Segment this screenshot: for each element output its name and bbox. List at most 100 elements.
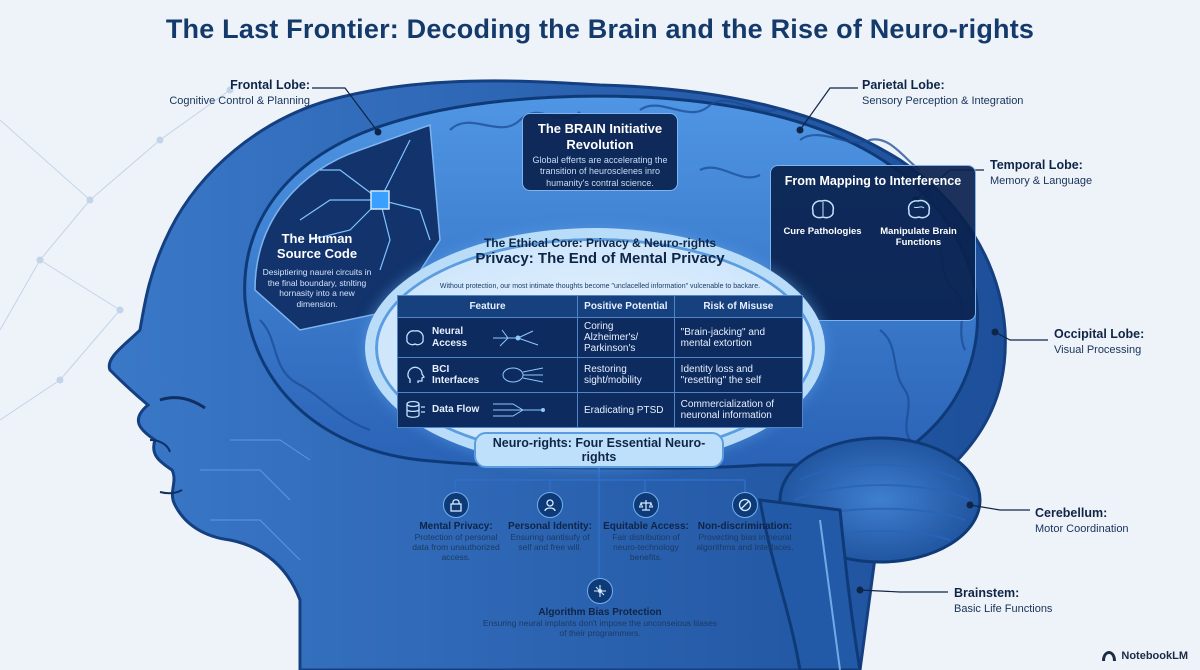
lobe-name: Cerebellum: [1035,506,1108,520]
icon-circle [537,492,563,518]
brain-icon [907,199,930,219]
right-heading: Personal Identity: [508,521,592,532]
lobe-label-temporal: Temporal Lobe: Memory & Language [990,157,1160,189]
lobe-desc: Memory & Language [990,174,1093,187]
icon-circle [633,492,659,518]
interface-icon [502,367,544,383]
panel-heading: The Human Source Code [276,231,358,261]
feature-name: Neural Access [432,326,468,349]
right-equitable-access: Equitable Access: Fair distribution of n… [600,492,692,563]
lobe-desc: Basic Life Functions [954,602,1053,615]
bias-text: Ensuring neural implants don't impose th… [482,618,718,639]
head-profile-icon [407,366,425,383]
feature-cell: Neural Access [397,317,578,358]
algorithm-bias-protection: Algorithm Bias Protection Ensuring neura… [480,578,720,638]
face-circuit [200,439,311,561]
lobe-name: Occipital Lobe: [1054,327,1145,341]
brand-name: NotebookLM [1121,650,1188,662]
ethical-core-title: The Ethical Core: Privacy & Neuro-rights [483,236,717,250]
feature-cell: BCI Interfaces [397,357,578,393]
right-text: Fair distribution of neuro-technology be… [612,532,680,563]
lobe-label-occipital: Occipital Lobe: Visual Processing [1054,326,1194,358]
lobe-desc: Sensory Perception & Integration [862,94,1024,107]
page-title: The Last Frontier: Decoding the Brain an… [165,14,1035,44]
privacy-text: Without protection, our most intimate th… [439,283,761,290]
source-code-panel: The Human Source Code Desiptiering naure… [262,231,372,309]
brain-icon [406,329,424,345]
lobe-desc: Visual Processing [1054,343,1142,356]
right-heading: Non-discrimination: [697,521,793,532]
brain-icon [811,199,834,219]
table-row: Neural Access Coring Alzheimer's/ Parkin… [397,317,804,358]
neuron-icon [493,329,539,346]
positive-cell: Eradicating PTSD [577,392,675,428]
table-header: Positive Potential [577,295,675,318]
table-header: Risk of Misuse [673,295,804,318]
panel-text: Desiptiering naurei circuits in the fina… [262,266,372,309]
lobe-label-frontal: Frontal Lobe: Cognitive Control & Planni… [130,77,310,109]
risk-cell: Identity loss and "resetting" the self [673,357,804,393]
lobe-desc: Motor Coordination [1035,522,1129,535]
chip-icon [370,190,390,210]
positive-cell: Restoring sight/mobility [577,357,675,393]
scales-icon [639,500,653,511]
lobe-name: Parietal Lobe: [862,78,945,92]
right-non-discrimination: Non-discrimination: Provecting bias in n… [695,492,795,552]
lobe-label-brainstem: Brainstem: Basic Life Functions [954,585,1104,617]
nose-line [149,439,171,453]
lobe-desc: Cognitive Control & Planning [169,94,310,107]
notebooklm-logo-icon [1102,651,1117,661]
privacy-heading: Privacy: The End of Mental Privacy [475,250,725,267]
icon-circle [587,578,613,604]
feature-name: BCI Interfaces [432,363,480,387]
bias-heading: Algorithm Bias Protection [538,607,662,618]
circuit-traces [299,139,431,271]
neuro-rights-heading: Neuro-rights: Four Essential Neuro-right… [474,432,724,468]
right-heading: Mental Privacy: [419,521,493,532]
brain-initiative-panel: The BRAIN Initiative Revolution Global e… [522,113,678,191]
mouth-line [159,489,183,495]
lobe-name: Brainstem: [954,586,1020,600]
right-mental-privacy: Mental Privacy: Protection of personal d… [410,492,502,563]
risk-cell: "Brain-jacking" and mental extortion [673,317,804,358]
panel-heading: From Mapping to Interference [784,174,962,188]
lobe-name: Temporal Lobe: [990,158,1083,172]
lock-icon [450,499,462,512]
feature-name: Data Flow [432,404,480,416]
person-icon [544,499,556,512]
table-row: Data Flow Eradicating PTSD Commercializa… [397,392,804,428]
neurotech-table: Feature Positive Potential Risk of Misus… [397,295,804,428]
feature-cell: Data Flow [397,392,578,428]
neuro-rights-connectors [454,468,746,578]
data-flow-icon [493,403,545,417]
panel-heading: The BRAIN Initiative Revolution [537,121,663,152]
table-header: Feature [397,295,578,318]
table-header-row: Feature Positive Potential Risk of Misus… [397,295,804,318]
panel-text: Global efferts are accelerating the tran… [532,155,668,188]
mapping-item-label: Manipulate Brain Functions [880,226,957,249]
icon-circle [732,492,758,518]
mapping-panel: From Mapping to Interference Cure Pathol… [770,165,976,321]
mapping-item-manipulate: Manipulate Brain Functions [874,197,964,249]
right-personal-identity: Personal Identity: Ensuring oantlsufy of… [504,492,596,552]
network-icon [594,585,606,597]
right-heading: Equitable Access: [603,521,689,532]
risk-cell: Commercialization of neuronal informatio… [673,392,804,428]
notebooklm-brand: NotebookLM [1101,650,1188,662]
prohibited-icon [738,498,752,512]
icon-circle [443,492,469,518]
lobe-name: Frontal Lobe: [230,78,310,92]
mapping-item-cure: Cure Pathologies [783,197,863,249]
lobe-label-cerebellum: Cerebellum: Motor Coordination [1035,505,1185,537]
table-row: BCI Interfaces Restoring sight/mobility … [397,357,804,393]
right-text: Provecting bias in neural algorithms and… [696,532,794,553]
eye-line [159,396,206,410]
database-icon [406,400,425,418]
positive-cell: Coring Alzheimer's/ Parkinson's [577,317,675,358]
lobe-label-parietal: Parietal Lobe: Sensory Perception & Inte… [862,77,1062,109]
frontal-circuit-area [254,123,441,331]
right-text: Protection of personal data from unautho… [412,532,500,563]
network-lines-decoration [0,86,234,421]
mapping-item-label: Cure Pathologies [783,226,862,237]
right-text: Ensuring oantlsufy of self and free will… [510,532,590,553]
